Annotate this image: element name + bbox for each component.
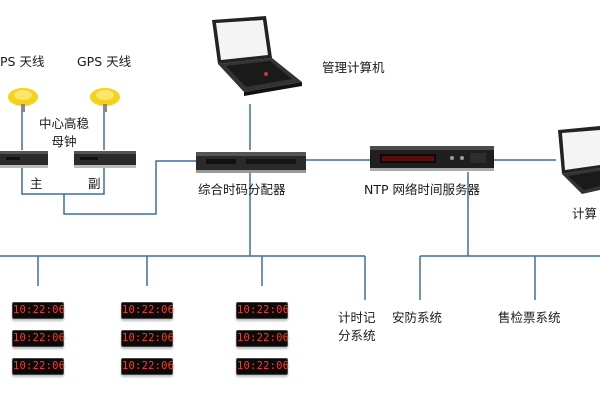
distributor-label: 综合时码分配器 <box>198 182 286 198</box>
admin-laptop-icon <box>200 16 304 98</box>
right-pc-label: 计算 <box>572 206 597 222</box>
gps-antenna-icon <box>88 82 122 112</box>
ntp-server-label: NTP 网络时间服务器 <box>364 182 480 198</box>
ntp-server-icon <box>370 140 494 174</box>
master-clock-main-icon <box>0 148 48 170</box>
timing-system-label-line2: 分系统 <box>338 328 376 344</box>
master-backup-label: 副 <box>88 176 101 192</box>
clock-display: 10:22:06 <box>236 358 288 375</box>
clock-display: 10:22:06 <box>236 330 288 347</box>
master-main-label: 主 <box>30 176 43 192</box>
gps-antenna-right-label: GPS 天线 <box>77 54 131 70</box>
right-laptop-icon <box>552 124 600 196</box>
timing-system-label-line1: 计时记 <box>338 310 376 326</box>
security-system-label: 安防系统 <box>392 310 442 326</box>
master-clock-backup-icon <box>72 148 138 170</box>
admin-pc-label: 管理计算机 <box>322 60 385 76</box>
clock-display: 10:22:06 <box>121 358 173 375</box>
ticket-system-label: 售检票系统 <box>498 310 561 326</box>
master-clock-label-line1: 中心高稳 <box>30 116 98 132</box>
gps-antenna-icon <box>6 82 40 112</box>
clock-display: 10:22:06 <box>12 330 64 347</box>
clock-display: 10:22:06 <box>12 302 64 319</box>
gps-antenna-left-label: PS 天线 <box>0 54 44 70</box>
master-clock-label-line2: 母钟 <box>30 134 98 150</box>
clock-display: 10:22:06 <box>121 302 173 319</box>
clock-display: 10:22:06 <box>12 358 64 375</box>
distributor-unit-icon <box>196 148 306 174</box>
clock-display: 10:22:06 <box>121 330 173 347</box>
clock-display: 10:22:06 <box>236 302 288 319</box>
